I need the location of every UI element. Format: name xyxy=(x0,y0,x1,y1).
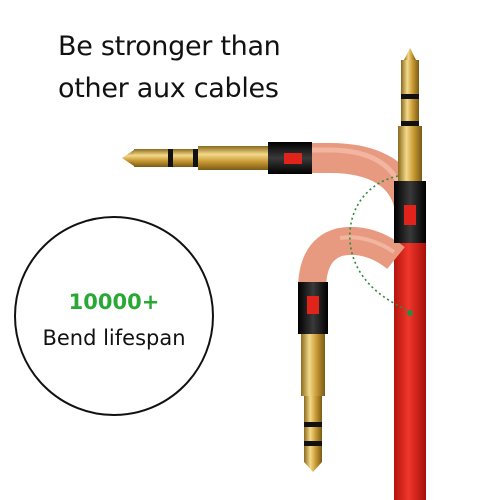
bend-arc-end-dot xyxy=(407,310,413,316)
vertical-plug-top xyxy=(394,48,426,243)
horizontal-plug-left xyxy=(122,142,312,174)
bend-count: 10000+ xyxy=(68,290,160,314)
bent-cable-lower xyxy=(298,226,405,291)
bend-arc-dotted xyxy=(349,175,411,313)
bent-cable-upper xyxy=(300,143,425,214)
headline-line-2: other aux cables xyxy=(58,73,279,104)
headline-line-1: Be stronger than xyxy=(58,31,281,62)
bend-lifespan-badge: 10000+ Bend lifespan xyxy=(14,216,214,416)
headline: Be stronger than other aux cables xyxy=(58,26,318,110)
straight-red-cable xyxy=(394,232,426,500)
vertical-plug-bottom xyxy=(298,282,328,472)
bend-lifespan-label: Bend lifespan xyxy=(42,326,186,350)
